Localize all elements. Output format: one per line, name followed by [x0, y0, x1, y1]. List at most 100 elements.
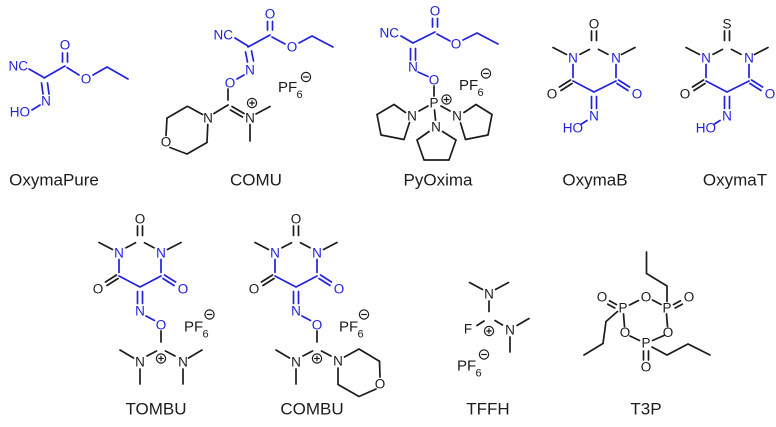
pyoxima-counterion-pf6: PF 6: [459, 68, 492, 99]
compound-name-comu: COMU: [230, 171, 282, 190]
minus-charge-icon: [358, 309, 370, 320]
pf6-subscript: 6: [297, 89, 303, 101]
pf6-subscript: 6: [203, 329, 209, 341]
atom-label-linker-o: O: [156, 318, 167, 333]
atom-label-amine-n-left: N: [135, 355, 145, 370]
atom-label-ring-n-right: N: [312, 246, 322, 261]
atom-label-hydroxyl: HO: [696, 121, 716, 136]
tombu-bonds-black: [98, 225, 203, 385]
tffh-bonds: [468, 281, 530, 353]
atom-label-carbonyl-o: O: [265, 7, 276, 22]
pf-label: PF: [459, 77, 478, 94]
atom-label-oxime-n: N: [589, 109, 599, 124]
structure-pyoxima: NC O O N O P N N N PF 6 PyOxima: [376, 4, 499, 190]
atom-label-ring-n-left: N: [568, 51, 578, 66]
atom-label-n-top: N: [484, 287, 494, 302]
structure-tffh: N F N PF 6 TFFH: [457, 281, 530, 419]
atom-label-left-o: O: [680, 87, 691, 102]
atom-label-ring-n-left: N: [270, 246, 280, 261]
structure-combu: O N N O O N O N N O PF 6 COMBU: [249, 212, 386, 419]
compound-name-tffh: TFFH: [466, 400, 509, 419]
atom-label-ring-n-left: N: [114, 246, 124, 261]
compound-name-oxymat: OxymaT: [703, 171, 767, 190]
plus-charge-icon: [483, 325, 495, 337]
atom-label-amine-n-right: N: [178, 355, 188, 370]
compound-name-tombu: TOMBU: [125, 400, 186, 419]
atom-label-p: P: [429, 96, 438, 111]
atom-label-left-o: O: [547, 87, 558, 102]
atom-label-right-o: O: [765, 87, 776, 102]
atom-label-ring-n-right: N: [744, 51, 754, 66]
atom-label-linker-o: O: [312, 318, 323, 333]
oxymat-bonds-black: [685, 30, 769, 92]
plus-charge-icon: [441, 94, 452, 105]
atom-label-pyrrolidine-n-bottom: N: [431, 120, 441, 135]
atom-label-ester-o: O: [287, 40, 298, 55]
atom-label-amine-n: N: [291, 355, 301, 370]
structure-t3p: P P P O O O O O O T3P: [583, 251, 711, 419]
oxymapure-bonds: [28, 52, 129, 111]
atom-label-p-right: P: [662, 301, 671, 316]
atom-label-carbonyl-o: O: [430, 4, 441, 19]
atom-label-left-o: O: [249, 282, 260, 297]
structure-oxymab: O N N O O N HO OxymaB: [547, 17, 643, 190]
atom-label-top-o: O: [589, 17, 600, 32]
atom-label-ring-n-right: N: [156, 246, 166, 261]
atom-label-top-o: O: [135, 212, 146, 227]
minus-charge-icon: [204, 309, 215, 320]
atom-label-linker-o: O: [429, 73, 440, 88]
pf-label: PF: [457, 358, 476, 375]
atom-label-nc: NC: [9, 59, 29, 74]
pf6-subscript: 6: [478, 87, 484, 99]
atom-label-ring-n-left: N: [701, 51, 711, 66]
atom-label-morpholine-o: O: [375, 377, 386, 392]
atom-label-linker-o: O: [225, 76, 236, 91]
atom-label-oxo-bottom: O: [641, 360, 652, 375]
comu-bonds-uronium: [165, 88, 271, 155]
atom-label-nc: NC: [380, 26, 400, 41]
atom-label-morpholine-n: N: [203, 111, 213, 126]
atom-label-carbonyl-o: O: [60, 38, 71, 53]
compound-name-oxymapure: OxymaPure: [9, 171, 99, 190]
atom-label-oxime-n: N: [135, 304, 145, 319]
atom-label-p-left: P: [618, 301, 627, 316]
t3p-bonds: [583, 251, 711, 361]
atom-label-hydroxyl: HO: [563, 121, 583, 136]
plus-charge-icon: [246, 97, 258, 109]
pyoxima-bonds-oxyma: [400, 17, 499, 78]
pf-label: PF: [278, 79, 297, 96]
structure-tombu: O N N O O N O N N PF 6 TOMBU: [93, 212, 215, 419]
compound-name-oxymab: OxymaB: [562, 171, 627, 190]
atom-label-oxime-n: N: [291, 304, 301, 319]
atom-label-top-o: O: [291, 212, 302, 227]
atom-label-pyrrolidine-n-left: N: [407, 109, 417, 124]
atom-label-ring-o-right: O: [663, 325, 674, 340]
structure-oxymat: S N N O O N HO OxymaT: [680, 17, 776, 190]
atom-label-morpholine-o: O: [161, 135, 172, 150]
pf6-subscript: 6: [358, 329, 364, 341]
atom-label-right-o: O: [632, 87, 643, 102]
atom-label-ester-o: O: [451, 37, 462, 52]
tombu-counterion-pf6: PF 6: [184, 309, 215, 341]
atom-label-oxime-n: N: [408, 60, 418, 75]
atom-label-hydroxyl: HO: [10, 105, 30, 120]
combu-bonds-black: [254, 225, 381, 398]
atom-label-nc: NC: [214, 28, 234, 43]
atom-label-ester-o: O: [81, 72, 92, 87]
compound-name-t3p: T3P: [630, 400, 661, 419]
atom-label-right-o: O: [178, 282, 189, 297]
atom-label-ring-n-right: N: [611, 51, 621, 66]
atom-label-oxime-n: N: [245, 63, 255, 78]
pf-label: PF: [184, 319, 203, 336]
oxymab-bonds-black: [552, 30, 636, 92]
atom-label-thione-s: S: [722, 17, 731, 32]
atom-label-oxo-left: O: [597, 290, 608, 305]
oxymat-bonds-blue: [705, 63, 764, 125]
pf6-subscript: 6: [476, 368, 482, 380]
atom-label-ring-o-left: O: [620, 325, 631, 340]
minus-charge-icon: [300, 71, 312, 83]
atom-label-p-bottom: P: [641, 336, 650, 351]
pyoxima-bonds-phosphonium: [376, 85, 493, 161]
